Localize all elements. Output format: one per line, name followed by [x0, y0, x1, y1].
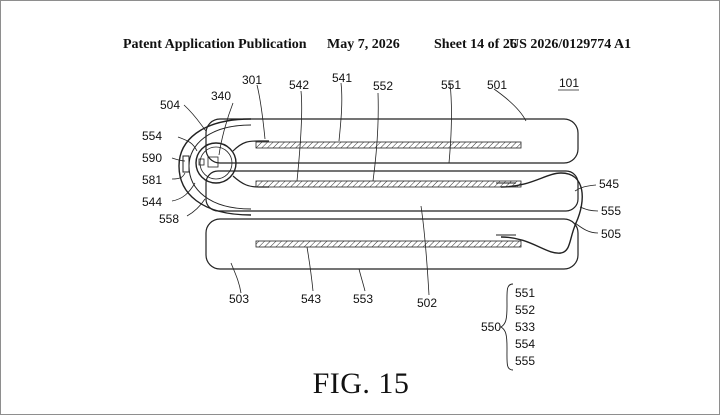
- label-581: 581: [142, 173, 162, 187]
- publication-title: Patent Application Publication: [123, 37, 307, 52]
- label-554: 554: [142, 129, 162, 143]
- label-555: 555: [601, 204, 621, 218]
- leader-lines: [171, 82, 599, 296]
- label-552: 552: [373, 79, 393, 93]
- label-301: 301: [242, 73, 262, 87]
- layer-541: [255, 141, 522, 149]
- label-505: 505: [601, 227, 621, 241]
- label-340: 340: [211, 89, 231, 103]
- label-590: 590: [142, 151, 162, 165]
- label-101: 101: [559, 76, 579, 90]
- cable-upper: [232, 140, 269, 152]
- group-item-533: 533: [515, 320, 535, 334]
- label-542: 542: [289, 78, 309, 92]
- label-551: 551: [441, 78, 461, 92]
- hinge-chip-small: [198, 158, 205, 166]
- publication-date: May 7, 2026: [327, 37, 400, 52]
- figure-title: FIG. 15: [312, 367, 410, 400]
- label-541: 541: [332, 71, 352, 85]
- layer-543: [255, 240, 522, 248]
- page-header: Patent Application Publication May 7, 20…: [1, 37, 720, 57]
- label-504: 504: [160, 98, 180, 112]
- group-item-552: 552: [515, 303, 535, 317]
- label-502: 502: [417, 296, 437, 310]
- hinge-chip: [207, 156, 219, 168]
- hinge-circle-inner: [199, 146, 233, 180]
- group-items: 551 552 533 554 555: [515, 286, 535, 368]
- hinge-circle-340: [195, 142, 237, 184]
- cable-lower: [232, 175, 269, 188]
- label-545: 545: [599, 177, 619, 191]
- group-brace: [500, 283, 514, 371]
- label-543: 543: [301, 292, 321, 306]
- sheet-number: Sheet 14 of 26: [434, 37, 517, 52]
- component-590: [182, 155, 190, 173]
- housing-501: [205, 118, 579, 164]
- publication-number: US 2026/0129774 A1: [509, 37, 632, 52]
- group-item-554: 554: [515, 337, 535, 351]
- housing-502: [205, 170, 579, 212]
- group-item-551: 551: [515, 286, 535, 300]
- label-503: 503: [229, 292, 249, 306]
- group-label-550: 550: [481, 320, 501, 334]
- label-501: 501: [487, 78, 507, 92]
- flex-loop-505: [500, 172, 583, 254]
- label-553: 553: [353, 292, 373, 306]
- label-558: 558: [159, 212, 179, 226]
- housing-503: [205, 218, 579, 270]
- group-item-555: 555: [515, 354, 535, 368]
- hinge-shell-inner: [188, 124, 252, 210]
- hinge-shell-504: [178, 118, 252, 216]
- label-544: 544: [142, 195, 162, 209]
- layer-542: [255, 180, 522, 188]
